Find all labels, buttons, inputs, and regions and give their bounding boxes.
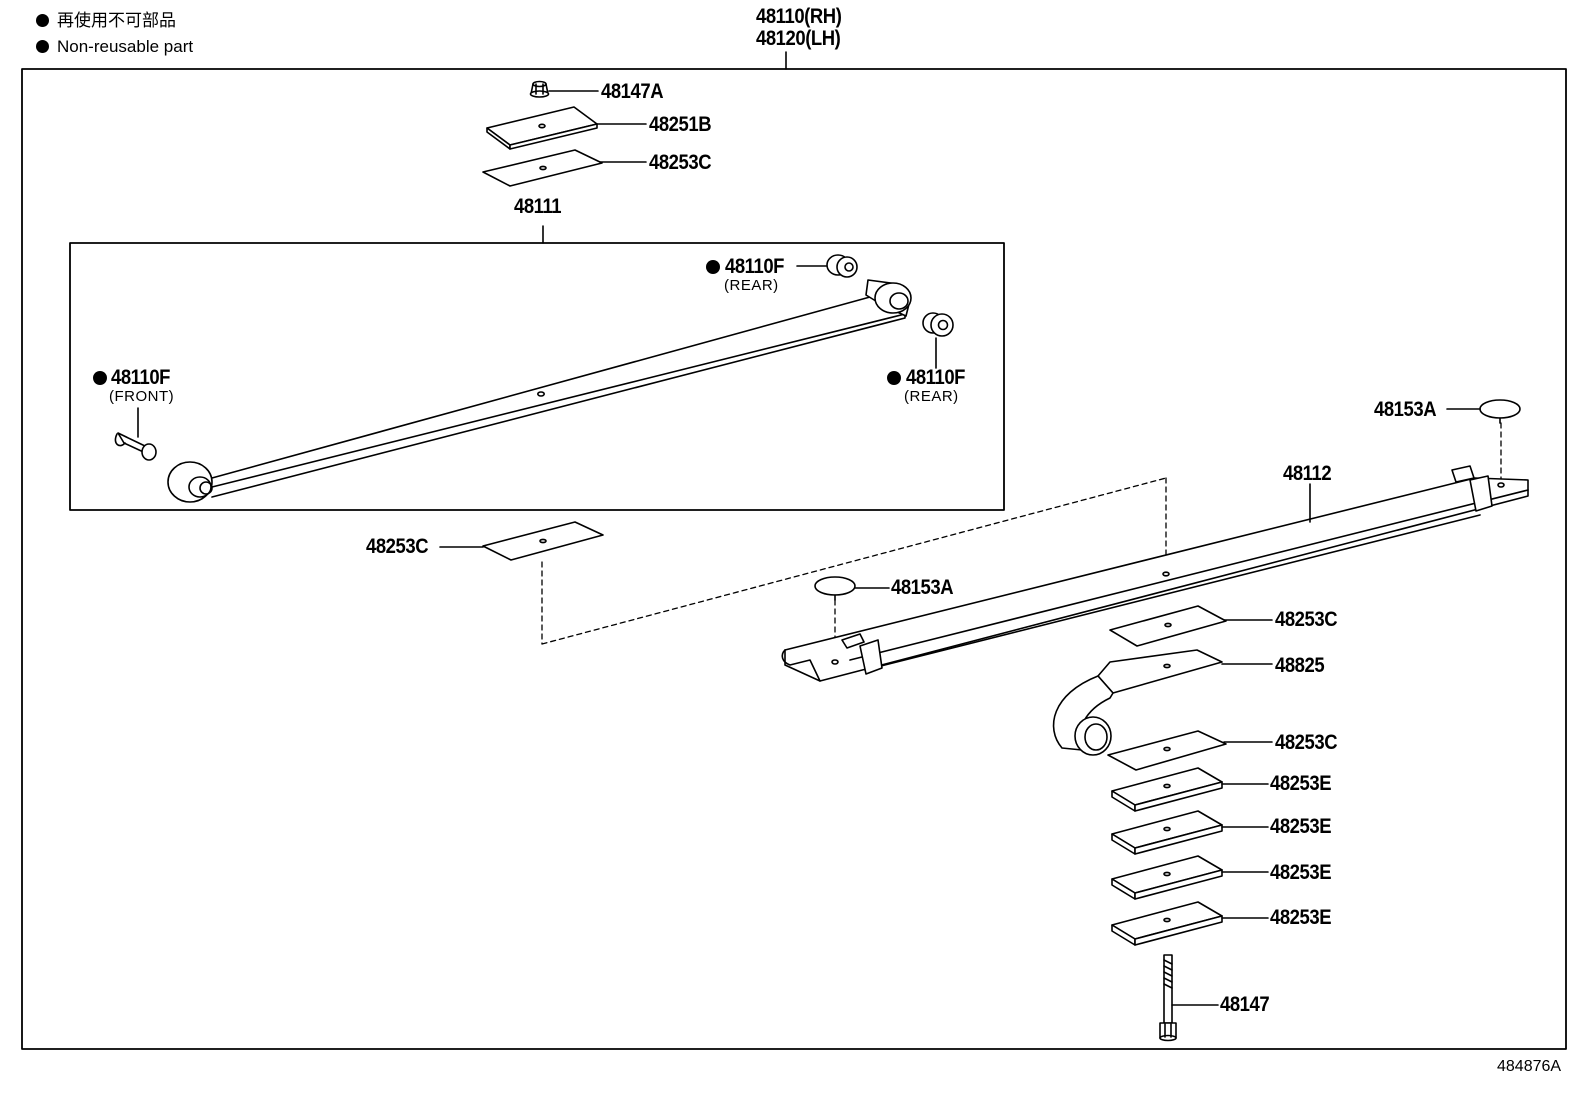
center-bolt-icon [1159, 954, 1177, 1042]
part-label-insulator-b: 48253C [1275, 731, 1338, 754]
part-label-center-bolt: 48147 [1220, 993, 1270, 1016]
figure-reference: 484876A [1497, 1058, 1562, 1075]
part-label-spacer-4: 48253E [1270, 906, 1332, 929]
legend-japanese-text: 再使用不可部品 [57, 11, 176, 30]
legend-japanese: 再使用不可部品 [36, 11, 176, 31]
nonreusable-dot-icon [36, 40, 49, 53]
bushing-rear-upper-icon [826, 254, 858, 278]
silencer-right-icon [1479, 399, 1521, 424]
insulator-mid-icon [482, 521, 604, 561]
legend-english: Non-reusable part [36, 37, 193, 57]
part-label-bushing-rear-upper: 48110F [725, 255, 785, 278]
part-label-spacer-2: 48253E [1270, 815, 1332, 838]
bushing-rear-lower-icon [922, 312, 954, 337]
note-bushing-rear-lower: (REAR) [904, 388, 959, 405]
part-label-silencer-right: 48153A [1374, 398, 1437, 421]
part-label-nut: 48147A [601, 80, 664, 103]
part-label-insulator-a: 48253C [1275, 608, 1338, 631]
nonreusable-dot-icon [887, 371, 901, 385]
bushing-front-icon [114, 432, 157, 461]
part-label-main-leaf: 48111 [514, 195, 562, 218]
plate-icon [486, 106, 598, 150]
part-label-bushing-front: 48110F [111, 366, 171, 389]
insulator-b-icon [1107, 730, 1227, 771]
nonreusable-dot-icon [93, 371, 107, 385]
spacer-2-icon [1111, 810, 1223, 855]
insulator-a-icon [1109, 605, 1227, 647]
legend-english-text: Non-reusable part [57, 37, 194, 56]
nonreusable-dot-icon [706, 260, 720, 274]
part-label-leaf-3: 48825 [1275, 654, 1325, 677]
inner-frame [69, 242, 1005, 511]
spacer-3-icon [1111, 855, 1223, 900]
nonreusable-dot-icon [36, 14, 49, 27]
nut-icon [529, 80, 550, 98]
part-label-insulator-top: 48253C [649, 151, 712, 174]
note-bushing-front: (FRONT) [109, 388, 175, 405]
part-label-leaf-2: 48112 [1283, 462, 1332, 485]
part-label-spacer-1: 48253E [1270, 772, 1332, 795]
part-label-spacer-3: 48253E [1270, 861, 1332, 884]
part-label-silencer-left: 48153A [891, 576, 954, 599]
part-label-plate-top: 48251B [649, 113, 712, 136]
insulator-top-icon [482, 149, 603, 187]
part-label-insulator-mid: 48253C [366, 535, 429, 558]
spacer-4-icon [1111, 901, 1223, 946]
assembly-lh-label: 48120(LH) [756, 27, 841, 50]
main-leaf-icon [167, 279, 912, 503]
spacer-1-icon [1111, 767, 1223, 812]
outer-frame [21, 68, 1567, 1050]
leaf-3-icon [1052, 649, 1223, 756]
silencer-left-icon [814, 576, 856, 601]
note-bushing-rear-upper: (REAR) [724, 277, 779, 294]
leaf-2-icon [781, 465, 1529, 682]
part-label-bushing-rear-lower: 48110F [906, 366, 966, 389]
assembly-rh-label: 48110(RH) [756, 5, 842, 28]
